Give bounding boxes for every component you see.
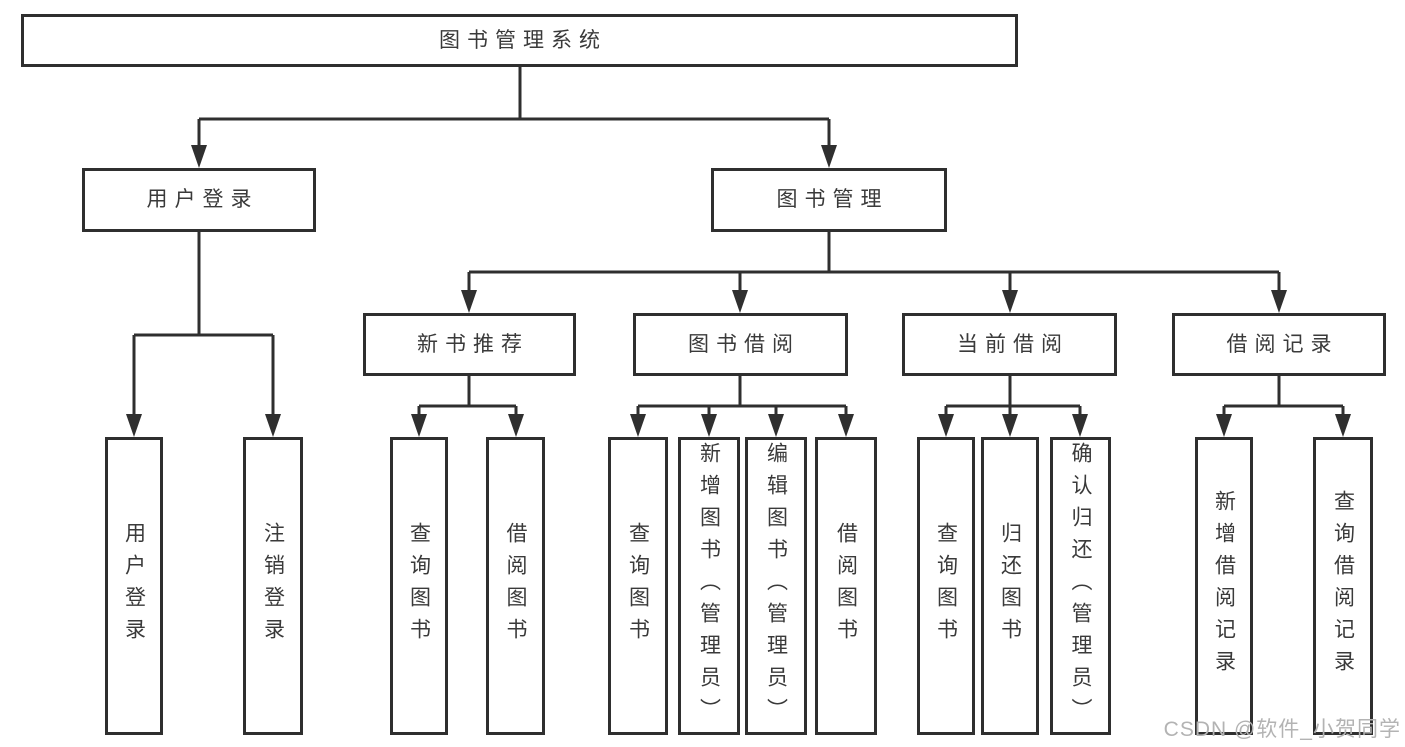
- node-user-login-label: 用户登录: [146, 188, 259, 212]
- arrowhead-icon: [265, 414, 281, 437]
- node-root: 图书管理系统: [21, 14, 1018, 67]
- leaf-borrow-add-books-admin: 新增图书（管理员）: [678, 437, 740, 735]
- node-book-borrow-label: 图书借阅: [688, 332, 800, 356]
- leaf-label: 注销登录: [261, 522, 285, 650]
- node-current-borrow: 当前借阅: [902, 313, 1117, 376]
- connector-root: [197, 67, 831, 147]
- leaf-label: 借阅图书: [834, 522, 858, 650]
- arrowhead-icon: [508, 414, 524, 437]
- leaf-user-login: 用户登录: [105, 437, 163, 735]
- node-borrow-records: 借阅记录: [1172, 313, 1386, 376]
- arrowhead-icon: [126, 414, 142, 437]
- node-borrow-records-label: 借阅记录: [1226, 332, 1339, 356]
- arrowhead-icon: [191, 145, 207, 168]
- arrowhead-icon: [1335, 414, 1351, 437]
- leaf-borrow-edit-books-admin: 编辑图书（管理员）: [745, 437, 807, 735]
- leaf-label: 查询借阅记录: [1331, 490, 1355, 682]
- leaf-recommend-borrow-books: 借阅图书: [486, 437, 545, 735]
- leaf-label: 确认归还（管理员）: [1069, 442, 1092, 730]
- leaf-recommend-query-books: 查询图书: [390, 437, 448, 735]
- node-current-borrow-label: 当前借阅: [957, 332, 1069, 356]
- leaf-label: 用户登录: [122, 522, 146, 650]
- leaf-borrow-query-books: 查询图书: [608, 437, 668, 735]
- connector-book-management: [467, 232, 1281, 291]
- arrowhead-icon: [838, 414, 854, 437]
- leaf-label: 归还图书: [998, 522, 1022, 650]
- arrowhead-icon: [938, 414, 954, 437]
- leaf-label: 新增借阅记录: [1212, 490, 1236, 682]
- arrowhead-icon: [1216, 414, 1232, 437]
- connector-book-borrow: [636, 376, 848, 416]
- leaf-records-add-record: 新增借阅记录: [1195, 437, 1253, 735]
- leaf-records-query-record: 查询借阅记录: [1313, 437, 1373, 735]
- arrowhead-icon: [732, 290, 748, 313]
- arrowhead-icon: [1271, 290, 1287, 313]
- connector-current-borrow: [944, 376, 1082, 416]
- leaf-label: 查询图书: [626, 522, 650, 650]
- connector-borrow-records: [1222, 376, 1345, 416]
- connector-new-book-recommend: [417, 376, 518, 416]
- csdn-watermark: CSDN @软件_小贺同学: [1163, 718, 1401, 741]
- arrowhead-icon: [821, 145, 837, 168]
- leaf-current-return-books: 归还图书: [981, 437, 1039, 735]
- arrowhead-icon: [630, 414, 646, 437]
- leaf-label: 查询图书: [934, 522, 958, 650]
- node-book-management-label: 图书管理: [776, 188, 889, 212]
- leaf-logout: 注销登录: [243, 437, 303, 735]
- leaf-label: 编辑图书（管理员）: [764, 442, 788, 730]
- leaf-label: 查询图书: [407, 522, 431, 650]
- leaf-current-query-books: 查询图书: [917, 437, 975, 735]
- leaf-current-confirm-return-admin: 确认归还（管理员）: [1050, 437, 1111, 735]
- leaf-label: 借阅图书: [504, 522, 527, 650]
- node-new-book-recommend-label: 新书推荐: [417, 332, 529, 356]
- leaf-borrow-borrow-books: 借阅图书: [815, 437, 877, 735]
- arrowhead-icon: [1002, 414, 1018, 437]
- arrowhead-icon: [461, 290, 477, 313]
- node-root-label: 图书管理系统: [439, 28, 607, 52]
- arrowhead-icon: [701, 414, 717, 437]
- node-book-management: 图书管理: [711, 168, 947, 232]
- leaf-label: 新增图书（管理员）: [697, 442, 721, 730]
- node-new-book-recommend: 新书推荐: [363, 313, 576, 376]
- node-book-borrow: 图书借阅: [633, 313, 848, 376]
- arrowhead-icon: [1002, 290, 1018, 313]
- arrowhead-icon: [411, 414, 427, 437]
- arrowhead-icon: [1072, 414, 1088, 437]
- arrowhead-icon: [768, 414, 784, 437]
- node-user-login: 用户登录: [82, 168, 316, 232]
- connector-user-login: [132, 232, 275, 416]
